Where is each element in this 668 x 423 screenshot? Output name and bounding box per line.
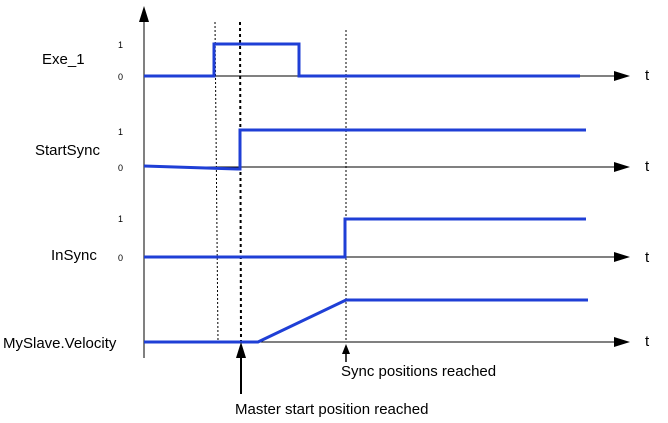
level-high-exe-1: 1 <box>118 40 123 50</box>
waveform-exe-1 <box>144 42 580 78</box>
time-label-insync: t <box>645 249 650 266</box>
time-axis-arrow-startsync <box>614 162 630 172</box>
time-label-startsync: t <box>645 158 650 175</box>
time-axis-startsync <box>144 162 630 172</box>
level-low-insync: 0 <box>118 253 123 263</box>
waveform-velocity <box>144 298 588 344</box>
vertical-axis-arrow <box>139 6 149 22</box>
marker-line-master-start <box>239 21 242 343</box>
time-label-exe-1: t <box>645 67 650 84</box>
time-axis-arrow-velocity <box>614 337 630 347</box>
master-start-arrow-head <box>236 342 246 358</box>
level-low-startsync: 0 <box>118 163 123 173</box>
signal-name-insync: InSync <box>51 247 97 264</box>
level-high-insync: 1 <box>118 214 123 224</box>
signal-name-startsync: StartSync <box>35 142 101 159</box>
annotation-master-start: Master start position reached <box>235 401 428 418</box>
sync-reached-arrow-head <box>342 344 350 354</box>
annotation-sync-reached: Sync positions reached <box>341 363 496 380</box>
waveform-insync <box>144 217 586 259</box>
signal-name-velocity: MySlave.Velocity <box>3 335 117 352</box>
time-label-velocity: t <box>645 333 650 350</box>
signal-name-exe-1: Exe_1 <box>42 51 85 68</box>
time-axis-arrow-exe <box>614 71 630 81</box>
level-low-exe-1: 0 <box>118 72 123 82</box>
time-axis-arrow-insync <box>614 252 630 262</box>
level-high-startsync: 1 <box>118 127 123 137</box>
waveform-startsync <box>143 128 586 171</box>
